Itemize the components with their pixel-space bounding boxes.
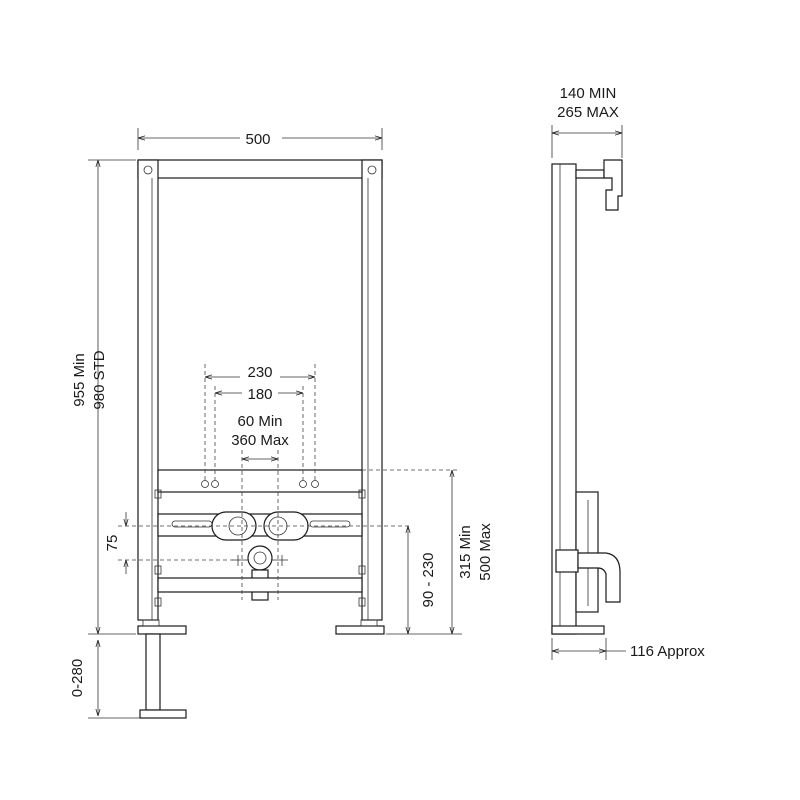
top-right-bolt-icon [367,165,377,175]
mounting-rail [157,469,363,493]
front-dimensions: 500 955 Min 980 STD 0-280 230 180 60 Min… [69,128,494,719]
waste-height-label: 90 - 230 [420,552,437,607]
side-view [551,159,623,635]
depth-min-label: 140 MIN [560,85,617,102]
height-min-label: 955 Min [71,353,88,406]
side-rail-profile [575,491,599,613]
pipe-spacing-outer-label: 230 [247,364,272,381]
rail-height-min-label: 315 Min [457,525,474,578]
right-foot-plate [335,625,385,635]
fixing-hole-icon [211,480,219,488]
foot-adjust-label: 0-280 [69,659,86,697]
top-left-bolt-icon [143,165,153,175]
left-upright [137,159,159,621]
fixing-hole-icon [201,480,209,488]
left-foot-plate [137,625,187,635]
depth-max-label: 265 MAX [557,104,619,121]
side-waste-outlet [555,549,579,573]
height-std-label: 980 STD [91,350,108,409]
pipe-spacing-inner-label: 180 [247,386,272,403]
wall-bracket-arm [575,169,605,179]
bracket-offset-label: 75 [104,535,121,552]
waste-min-label: 60 Min [237,413,282,430]
waste-max-label: 360 Max [231,432,289,449]
slot-right [309,520,351,528]
extended-foot-plate [139,709,187,719]
side-foot-plate [551,625,605,635]
rail-height-max-label: 500 Max [477,523,494,581]
right-upright [361,159,383,621]
adjustable-leg [145,633,161,711]
slotted-plate [157,513,363,537]
bottom-rail [157,577,363,593]
side-dimensions: 140 MIN 265 MAX 116 Approx [551,85,705,660]
wall-bracket [603,159,623,211]
waste-outlet-icon [247,545,273,571]
fixing-hole-icon [311,480,319,488]
front-frame [137,159,385,719]
fixing-hole-icon [299,480,307,488]
foot-depth-label: 116 Approx [630,643,705,660]
side-waste-bend [577,552,621,603]
width-label: 500 [245,131,270,148]
top-rail [137,159,383,179]
